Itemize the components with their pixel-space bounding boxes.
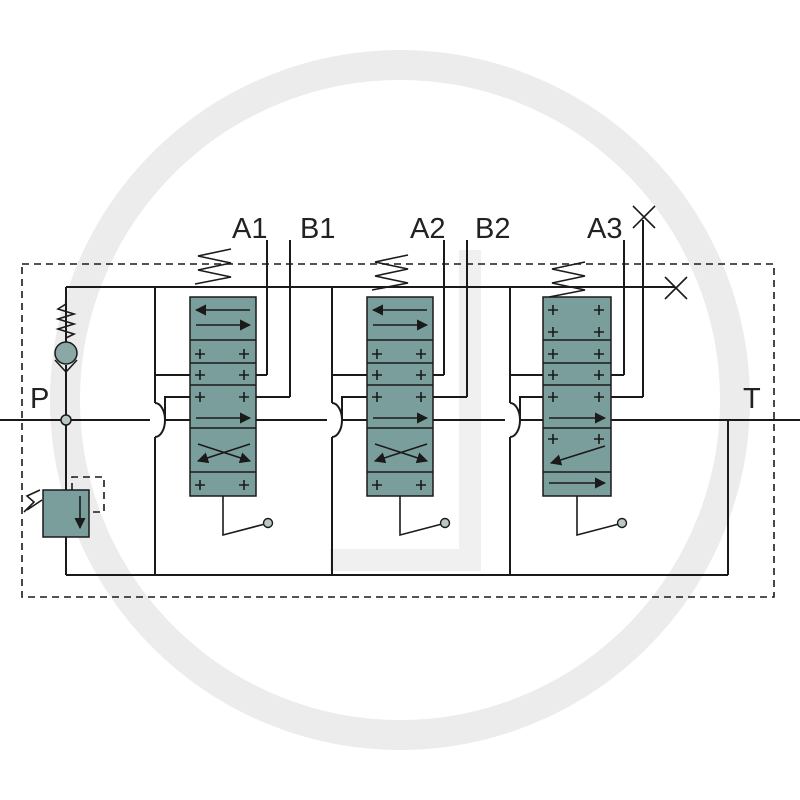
pressure-junction xyxy=(60,414,72,426)
section-3-spring xyxy=(548,261,586,298)
section-3-blocked xyxy=(548,305,604,444)
section-3-lever-knob[interactable] xyxy=(616,517,628,529)
check-valve-seat xyxy=(54,359,78,374)
section-1-bypass xyxy=(164,396,190,420)
valve-section-2: A2 B2 xyxy=(331,213,510,575)
relief-pilot-dashed xyxy=(71,476,105,513)
section-2-crossover xyxy=(331,402,343,438)
relief-valve-spring xyxy=(23,489,43,513)
section-3-lever xyxy=(576,496,620,537)
check-spring xyxy=(55,303,77,339)
top-pilot-plug-x xyxy=(664,276,688,300)
watermark-letter xyxy=(330,250,481,571)
valve-block-outline xyxy=(21,263,775,598)
section-2-lever xyxy=(399,496,443,537)
pressure-port-label: P xyxy=(30,383,49,415)
section-2-port-b-label: B2 xyxy=(475,213,510,245)
section-1-port-b-label: B1 xyxy=(300,213,335,245)
tank-port-label: T xyxy=(743,383,761,415)
section-2-flow-arrow xyxy=(373,443,428,464)
valve-section-1: A1 B1 xyxy=(154,213,335,575)
section-1-spring xyxy=(194,248,232,285)
section-2-spring xyxy=(371,254,409,291)
section-1-lever-knob[interactable] xyxy=(262,517,274,529)
section-2-lever-knob[interactable] xyxy=(439,517,451,529)
section-3-bypass xyxy=(519,396,543,420)
valve-section-3: A3 xyxy=(509,205,656,575)
section-2-blocked xyxy=(372,349,426,490)
section-3-port-b-plug-x xyxy=(632,205,656,229)
section-3-crossover xyxy=(509,402,521,438)
section-1-blocked xyxy=(195,349,249,490)
relief-valve-body xyxy=(42,489,90,538)
section-2-port-a-label: A2 xyxy=(410,213,445,245)
section-3-flow-arrow xyxy=(549,445,606,466)
check-valve-ball xyxy=(54,341,78,365)
section-3-port-a-label: A3 xyxy=(587,213,622,245)
section-2-bypass xyxy=(341,396,367,420)
section-1-lever xyxy=(222,496,266,537)
section-1-port-a-label: A1 xyxy=(232,213,267,245)
section-1-crossover xyxy=(154,402,166,438)
section-1-flow-arrow xyxy=(196,443,251,464)
